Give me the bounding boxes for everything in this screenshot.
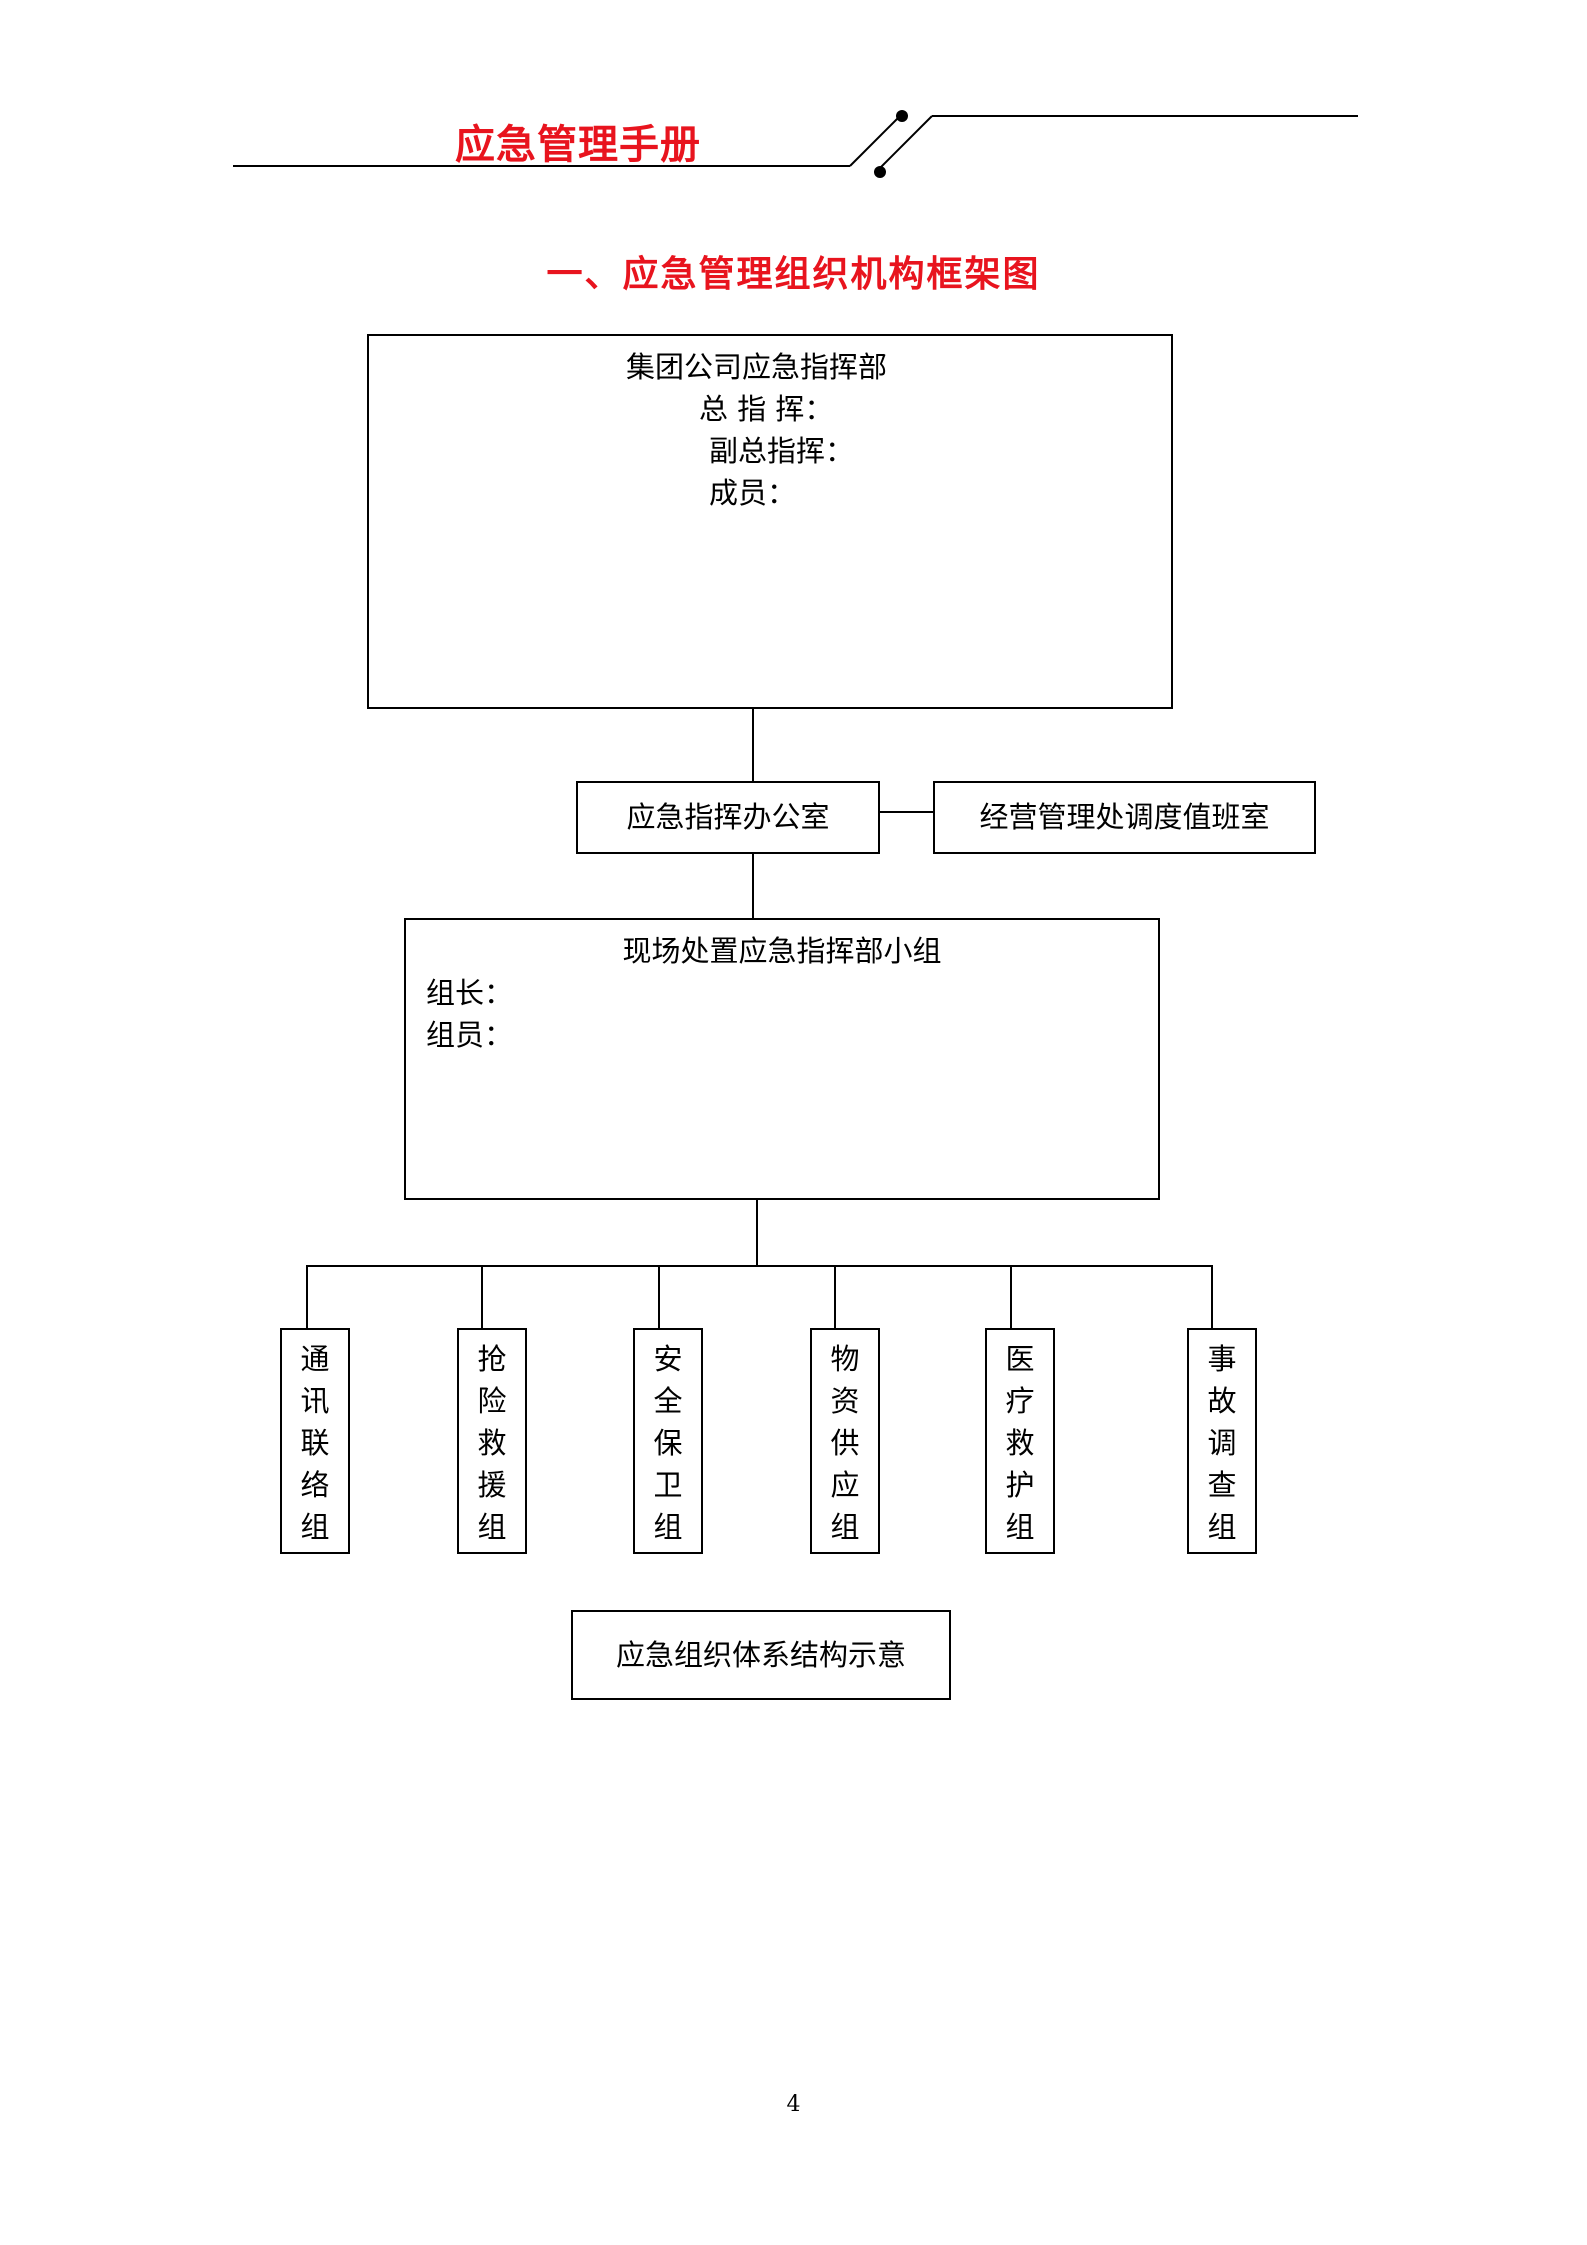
duty-room-box: 经营管理处调度值班室 — [933, 781, 1316, 854]
office-box: 应急指挥办公室 — [576, 781, 880, 854]
drop-line-4 — [834, 1265, 836, 1328]
header-rule — [233, 110, 1358, 178]
drop-line-2 — [481, 1265, 483, 1328]
hq-commander: 总 指 挥： — [699, 392, 834, 426]
duty-room-label: 经营管理处调度值班室 — [979, 800, 1270, 834]
group-box-rescue: 抢险救援组 — [457, 1328, 527, 1554]
connector-office-onsite — [752, 854, 754, 918]
group-box-comms: 通讯联络组 — [280, 1328, 350, 1554]
page-number: 4 — [786, 2092, 801, 2117]
group-box-security: 安全保卫组 — [633, 1328, 703, 1554]
hq-title: 集团公司应急指挥部 — [626, 350, 888, 384]
onsite-box: 现场处置应急指挥部小组 组长： 组员： — [404, 918, 1160, 1200]
connector-office-duty — [880, 811, 933, 813]
hq-members: 成员： — [709, 476, 797, 510]
group-label-supply: 物资供应组 — [830, 1342, 860, 1544]
group-box-investigation: 事故调查组 — [1187, 1328, 1257, 1554]
group-label-investigation: 事故调查组 — [1207, 1342, 1237, 1544]
hq-deputy: 副总指挥： — [709, 434, 855, 468]
group-label-rescue: 抢险救援组 — [477, 1342, 507, 1544]
drop-line-3 — [658, 1265, 660, 1328]
drop-line-5 — [1010, 1265, 1012, 1328]
group-label-security: 安全保卫组 — [653, 1342, 683, 1544]
header-title: 应急管理手册 — [455, 122, 701, 168]
group-label-comms: 通讯联络组 — [300, 1342, 330, 1544]
section-title: 一、应急管理组织机构框架图 — [546, 254, 1041, 295]
onsite-title: 现场处置应急指挥部小组 — [622, 934, 942, 968]
groups-bus-line — [306, 1265, 1213, 1267]
hq-box: 集团公司应急指挥部 总 指 挥： 副总指挥： 成员： — [367, 334, 1173, 709]
connector-hq-office — [752, 709, 754, 781]
caption-box: 应急组织体系结构示意 — [571, 1610, 951, 1700]
onsite-members: 组员： — [426, 1018, 514, 1052]
group-label-medical: 医疗救护组 — [1005, 1342, 1035, 1544]
drop-line-1 — [306, 1265, 308, 1328]
caption-label: 应急组织体系结构示意 — [615, 1638, 906, 1672]
group-box-supply: 物资供应组 — [810, 1328, 880, 1554]
office-label: 应急指挥办公室 — [626, 800, 830, 834]
connector-onsite-bus — [756, 1200, 758, 1266]
drop-line-6 — [1211, 1265, 1213, 1328]
onsite-leader: 组长： — [426, 976, 514, 1010]
group-box-medical: 医疗救护组 — [985, 1328, 1055, 1554]
